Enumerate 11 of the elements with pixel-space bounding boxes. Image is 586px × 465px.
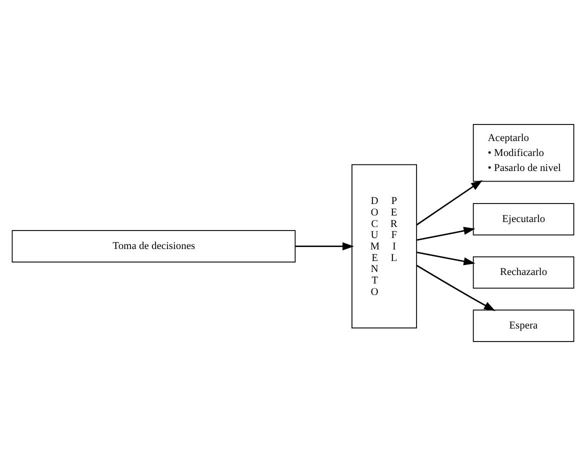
node-box: Aceptarlo • Modificarlo • Pasarlo de nivel (472, 124, 574, 182)
node-box: Ejecutarlo (472, 202, 574, 235)
arrow (416, 180, 483, 225)
arrow (416, 264, 496, 311)
node-box: DOCUMENTO PERFIL (352, 164, 417, 328)
arrow (416, 251, 476, 265)
node-box: Toma de decisiones (12, 230, 296, 262)
node-box: Rechazarlo (472, 256, 574, 288)
arrow (295, 242, 354, 250)
node-box: Espera (472, 309, 574, 342)
arrow (416, 226, 476, 240)
